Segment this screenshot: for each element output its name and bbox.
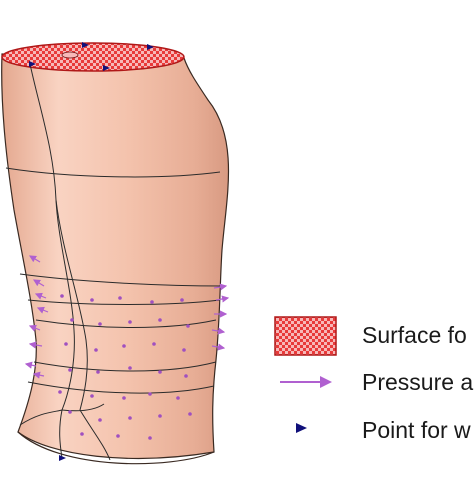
pressure-node bbox=[152, 342, 156, 346]
pressure-node bbox=[180, 298, 184, 302]
stump-body bbox=[1, 53, 230, 459]
pressure-node bbox=[128, 416, 132, 420]
point-marker bbox=[59, 455, 66, 461]
top-surface bbox=[1, 42, 185, 72]
pressure-node bbox=[64, 342, 68, 346]
pressure-node bbox=[68, 410, 72, 414]
pressure-node bbox=[70, 318, 74, 322]
pressure-arrow bbox=[24, 361, 37, 369]
pressure-node bbox=[176, 396, 180, 400]
pressure-node bbox=[116, 434, 120, 438]
pressure-node bbox=[148, 392, 152, 396]
pressure-arrow bbox=[211, 327, 226, 335]
pressure-arrow bbox=[215, 295, 230, 303]
legend-point-marker bbox=[296, 423, 307, 433]
pressure-node bbox=[158, 414, 162, 418]
pressure-node bbox=[80, 432, 84, 436]
pressure-arrow bbox=[32, 371, 45, 379]
pressure-node bbox=[158, 318, 162, 322]
pressure-node bbox=[184, 374, 188, 378]
pressure-node bbox=[122, 396, 126, 400]
pressure-node bbox=[90, 298, 94, 302]
seam-lines bbox=[19, 63, 111, 461]
pressure-arrow bbox=[32, 279, 45, 287]
pressure-node bbox=[90, 394, 94, 398]
point-marker bbox=[103, 65, 110, 71]
pressure-node bbox=[94, 348, 98, 352]
legend-surface-swatch bbox=[274, 316, 337, 356]
pressure-node bbox=[96, 370, 100, 374]
pressure-node bbox=[60, 294, 64, 298]
pressure-arrow bbox=[36, 306, 49, 314]
legend-symbols bbox=[274, 316, 337, 433]
pressure-arrow bbox=[211, 343, 226, 351]
pressure-arrow bbox=[28, 341, 43, 349]
pressure-nodes bbox=[58, 294, 192, 440]
pressure-node bbox=[158, 370, 162, 374]
pressure-arrow bbox=[28, 255, 41, 263]
pressure-node bbox=[182, 348, 186, 352]
pressure-node bbox=[128, 320, 132, 324]
pressure-node bbox=[148, 436, 152, 440]
pressure-arrow bbox=[28, 324, 41, 332]
legend-label-pressure: Pressure a bbox=[362, 369, 474, 395]
pressure-arrow bbox=[213, 283, 228, 291]
legend-label-surface: Surface fo bbox=[362, 322, 467, 348]
pressure-node bbox=[98, 322, 102, 326]
pressure-node bbox=[68, 368, 72, 372]
pressure-node bbox=[188, 412, 192, 416]
pressure-node bbox=[128, 366, 132, 370]
pressure-node bbox=[118, 296, 122, 300]
partition-lines bbox=[5, 167, 225, 394]
pressure-node bbox=[58, 390, 62, 394]
point-marker bbox=[82, 42, 89, 48]
pressure-node bbox=[150, 300, 154, 304]
point-marker bbox=[29, 61, 36, 67]
pressure-node bbox=[98, 418, 102, 422]
pressure-arrows bbox=[24, 255, 230, 379]
top-surface-hole bbox=[61, 51, 79, 59]
pressure-node bbox=[186, 324, 190, 328]
pressure-node bbox=[122, 344, 126, 348]
legend-label-point: Point for w bbox=[362, 417, 471, 443]
point-markers bbox=[29, 42, 154, 461]
point-marker bbox=[147, 44, 154, 50]
pressure-arrow bbox=[34, 292, 47, 300]
bottom-rim bbox=[17, 431, 215, 465]
